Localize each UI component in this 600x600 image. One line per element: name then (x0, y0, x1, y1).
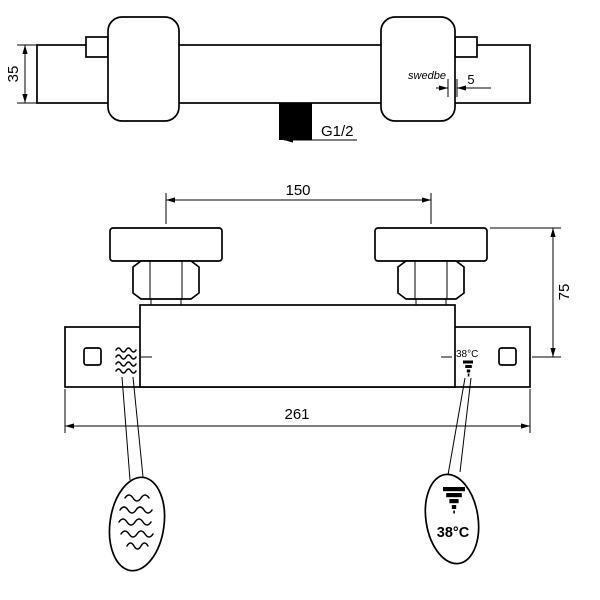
inlet-union-left (109, 227, 223, 262)
callout-flow-leader (132, 376, 144, 478)
dimension-offset-5: 5 (436, 72, 491, 97)
dimension-height-75: 75 (490, 227, 573, 358)
dimension-spacing-150: 150 (165, 182, 432, 224)
callout-temp-label: 38°C (437, 525, 470, 541)
outlet-port (279, 103, 312, 140)
dimension-offset-label: 5 (467, 72, 474, 87)
temperature-cone-icon: 38°C (456, 349, 478, 377)
water-flow-waves-icon (115, 347, 137, 374)
hex-nut-left (132, 260, 200, 305)
callout-temperature: 38°C (424, 377, 480, 565)
callout-temp-leader (447, 377, 466, 476)
callout-temp-leader (459, 377, 472, 473)
handle-left-top (85, 16, 180, 122)
callout-flow (108, 376, 166, 572)
hex-nut-right (397, 260, 465, 305)
handle-right-tab (454, 36, 478, 58)
handle-left-knob (107, 16, 180, 122)
dimension-height-label: 75 (556, 284, 573, 301)
callout-temp-balloon (424, 473, 480, 565)
front-view: 150 (64, 182, 573, 433)
dimension-width-label: 261 (284, 406, 309, 423)
callout-flow-balloon (108, 476, 166, 572)
handle-right-knob (380, 16, 456, 122)
dimension-depth-label: 35 (5, 66, 22, 83)
thread-size-label: G1/2 (321, 123, 354, 140)
brand-logo: swedbe (408, 70, 446, 82)
dimension-width-261: 261 (64, 389, 531, 433)
callout-flow-leader (121, 376, 131, 481)
dimension-depth-35: 35 (5, 44, 37, 104)
inlet-union-right (374, 227, 488, 262)
mixer-body-front (139, 304, 456, 388)
top-view: G1/2 swedbe 35 5 (5, 16, 531, 143)
end-cap-right (498, 347, 517, 366)
end-cap-left (83, 347, 102, 366)
handle-left-tab (85, 36, 109, 58)
body-temp-label: 38°C (456, 349, 478, 360)
water-flow-waves-icon (118, 494, 154, 550)
temperature-cone-icon (443, 487, 465, 514)
handle-right-top: swedbe (380, 16, 478, 122)
dimension-spacing-label: 150 (285, 182, 310, 199)
